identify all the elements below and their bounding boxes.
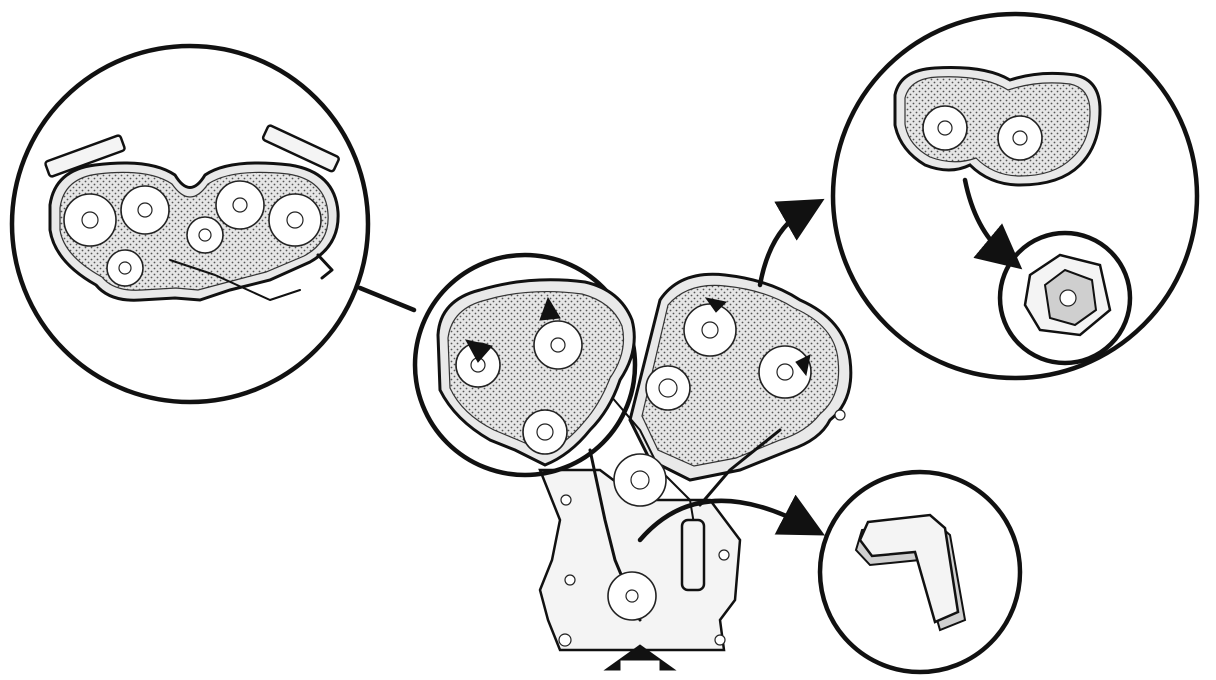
removed-cover-texture [904,76,1091,177]
center-detail-circle [412,252,638,478]
arrow-icon [539,296,561,321]
bolt-hole [714,634,726,646]
callout-connector-line [357,285,417,313]
pointer-arrow-bottom-right [637,494,825,543]
left-callout-circle [9,43,371,405]
numeral-one-face [858,513,960,624]
crank-mark-arrow-icon [603,644,677,671]
callout-gear-4-hub [286,211,304,229]
arrow-icon [704,297,728,313]
inset-detail-circle [997,230,1133,366]
chain-tensioner [680,518,706,592]
left-lower-gear-hub [536,423,554,441]
right-cam-gear-2-hub [776,363,794,381]
pointer-arrow-top-right [757,198,825,288]
bolt-hole [834,409,846,421]
callout-idler-gear-hub [198,228,212,242]
pointer-arrow-inset [962,177,1023,270]
bottom-right-callout-circle: 1 [817,469,1023,675]
bolt-hole [560,494,572,506]
lower-idler-gear-hub [630,470,650,490]
chain-guide-right [698,428,782,507]
callout-gear-3-hub [232,197,248,213]
bolt-hole [558,633,572,647]
arrow-icon [795,354,811,377]
alignment-tool-right [261,124,340,173]
callout-lower-gear-hub [118,261,132,275]
callout-gear-1-hub [81,211,99,229]
top-right-callout-circle [830,11,1200,381]
right-cam-gear-1-hub [701,321,719,339]
callout-guide [316,253,334,280]
bolt-hole [564,574,576,586]
crank-sprocket-hub [625,589,639,603]
arrow-icon [465,339,493,363]
callout-gear-2-hub [137,202,153,218]
bolt-hole [718,549,730,561]
inset-component-hole [1059,289,1077,307]
engine-timing-assembly [538,272,853,671]
left-cam-gear-2-hub [550,337,566,353]
removed-cover-gear-2-hub [1012,130,1028,146]
callout-chain-run [169,259,301,301]
center-idler-gear-hub [658,378,678,398]
alignment-tool-left [44,134,126,178]
removed-cover-gear-1-hub [937,120,953,136]
callout-numeral-text: 1 [905,609,906,611]
